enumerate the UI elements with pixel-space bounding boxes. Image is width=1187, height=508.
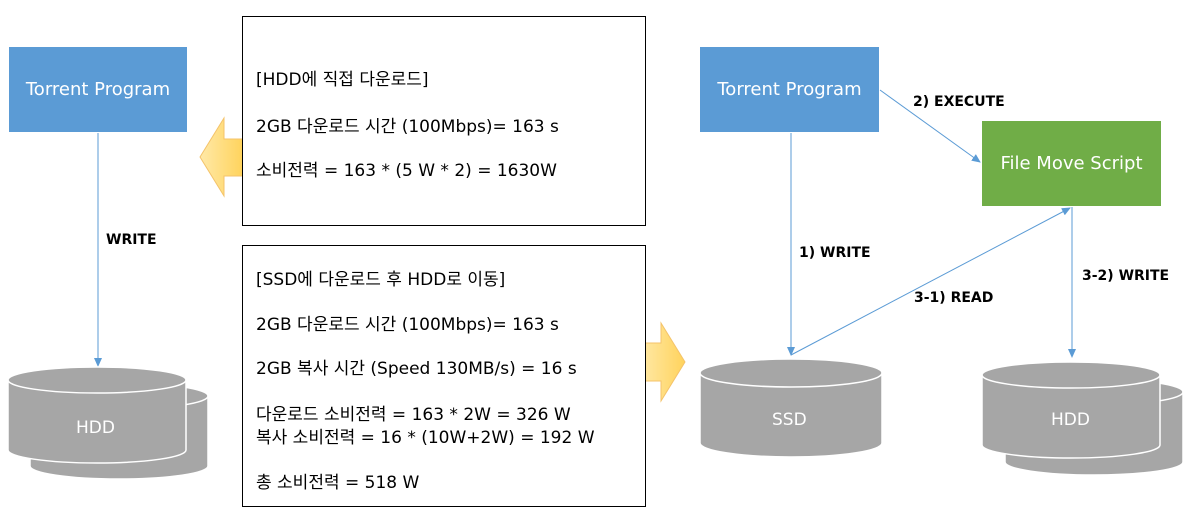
right-hdd-cylinder bbox=[981, 361, 1184, 476]
ssd-line-1: 2GB 다운로드 시간 (100Mbps)= 163 s bbox=[256, 315, 559, 335]
ssd-line-5: 총 소비전력 = 518 W bbox=[256, 473, 420, 493]
execute-label: 2) EXECUTE bbox=[913, 94, 1005, 110]
ssd-cylinder bbox=[699, 358, 883, 458]
ssd-line-3: 다운로드 소비전력 = 163 * 2W = 326 W bbox=[256, 405, 571, 425]
read-connector bbox=[790, 207, 1071, 356]
execute-connector bbox=[879, 89, 981, 163]
ssd-then-hdd-box: [SSD에 다운로드 후 HDD로 이동] 2GB 다운로드 시간 (100Mb… bbox=[242, 245, 646, 507]
right-write-label: 1) WRITE bbox=[799, 245, 871, 261]
left-hdd-cylinder bbox=[7, 366, 209, 480]
file-move-script-box: File Move Script bbox=[982, 121, 1161, 206]
right-torrent-program-box: Torrent Program bbox=[700, 47, 879, 132]
ssd-line-2: 2GB 복사 시간 (Speed 130MB/s) = 16 s bbox=[256, 359, 577, 379]
direct-line-1: 2GB 다운로드 시간 (100Mbps)= 163 s bbox=[256, 117, 559, 137]
direct-title: [HDD에 직접 다운로드] bbox=[256, 70, 429, 90]
read-label: 3-1) READ bbox=[914, 290, 994, 306]
right-block-arrow bbox=[639, 321, 686, 403]
left-block-arrow bbox=[199, 116, 244, 198]
left-write-label: WRITE bbox=[106, 232, 157, 248]
left-hdd-label: HDD bbox=[76, 418, 115, 438]
ssd-label: SSD bbox=[772, 410, 807, 430]
right-torrent-program-label: Torrent Program bbox=[717, 79, 862, 100]
direct-download-box: [HDD에 직접 다운로드] 2GB 다운로드 시간 (100Mbps)= 16… bbox=[242, 16, 646, 226]
ssd-line-4: 복사 소비전력 = 16 * (10W+2W) = 192 W bbox=[256, 428, 595, 448]
direct-line-2: 소비전력 = 163 * (5 W * 2) = 1630W bbox=[256, 161, 557, 181]
ssd-title: [SSD에 다운로드 후 HDD로 이동] bbox=[256, 270, 506, 290]
file-move-script-label: File Move Script bbox=[1000, 153, 1143, 174]
left-torrent-program-box: Torrent Program bbox=[9, 47, 187, 132]
write2-label: 3-2) WRITE bbox=[1082, 268, 1170, 284]
left-torrent-program-label: Torrent Program bbox=[25, 79, 171, 100]
right-hdd-label: HDD bbox=[1051, 410, 1090, 430]
